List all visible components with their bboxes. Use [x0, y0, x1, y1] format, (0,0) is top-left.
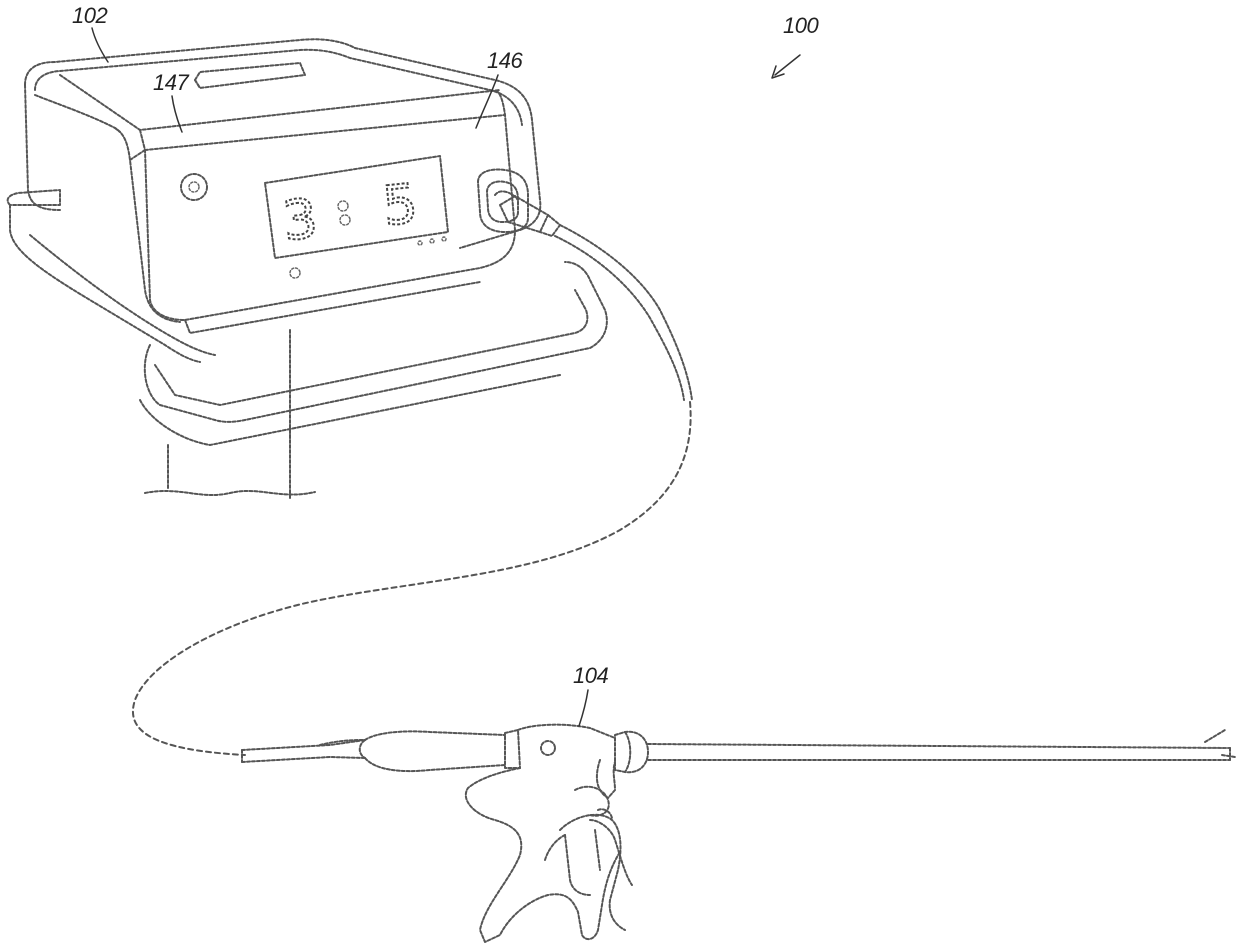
surgical-instrument: [242, 725, 1235, 942]
reference-104: 104: [573, 663, 608, 726]
display-dot-upper: [338, 201, 348, 211]
leader-102: [92, 28, 108, 62]
leader-100: [775, 55, 800, 75]
reference-147: 147: [153, 70, 189, 132]
generator-display: 3 5: [265, 156, 448, 258]
handle-button: [541, 741, 555, 755]
display-left-value: 3: [280, 187, 321, 253]
label-147: 147: [153, 70, 189, 95]
label-100: 100: [783, 13, 819, 38]
display-status-dot-3: [442, 237, 446, 241]
leader-146: [476, 75, 498, 128]
display-dot-lower: [340, 215, 350, 225]
reference-102: 102: [72, 3, 108, 62]
leader-104: [579, 690, 588, 726]
power-button: [181, 174, 207, 200]
reference-100: 100: [772, 13, 819, 78]
display-status-dot-2: [430, 239, 434, 243]
generator-housing: [25, 39, 540, 333]
connector-port: [478, 170, 528, 233]
label-102: 102: [72, 3, 107, 28]
display-right-value: 5: [380, 172, 421, 238]
cable-plug: [500, 196, 560, 236]
cable-line: [133, 402, 691, 755]
display-status-dot-1: [418, 241, 422, 245]
indicator-light: [290, 268, 300, 278]
label-146: 146: [487, 48, 523, 73]
lid-panel: [195, 63, 305, 88]
label-104: 104: [573, 663, 608, 688]
generator-unit: 3 5: [8, 39, 607, 500]
